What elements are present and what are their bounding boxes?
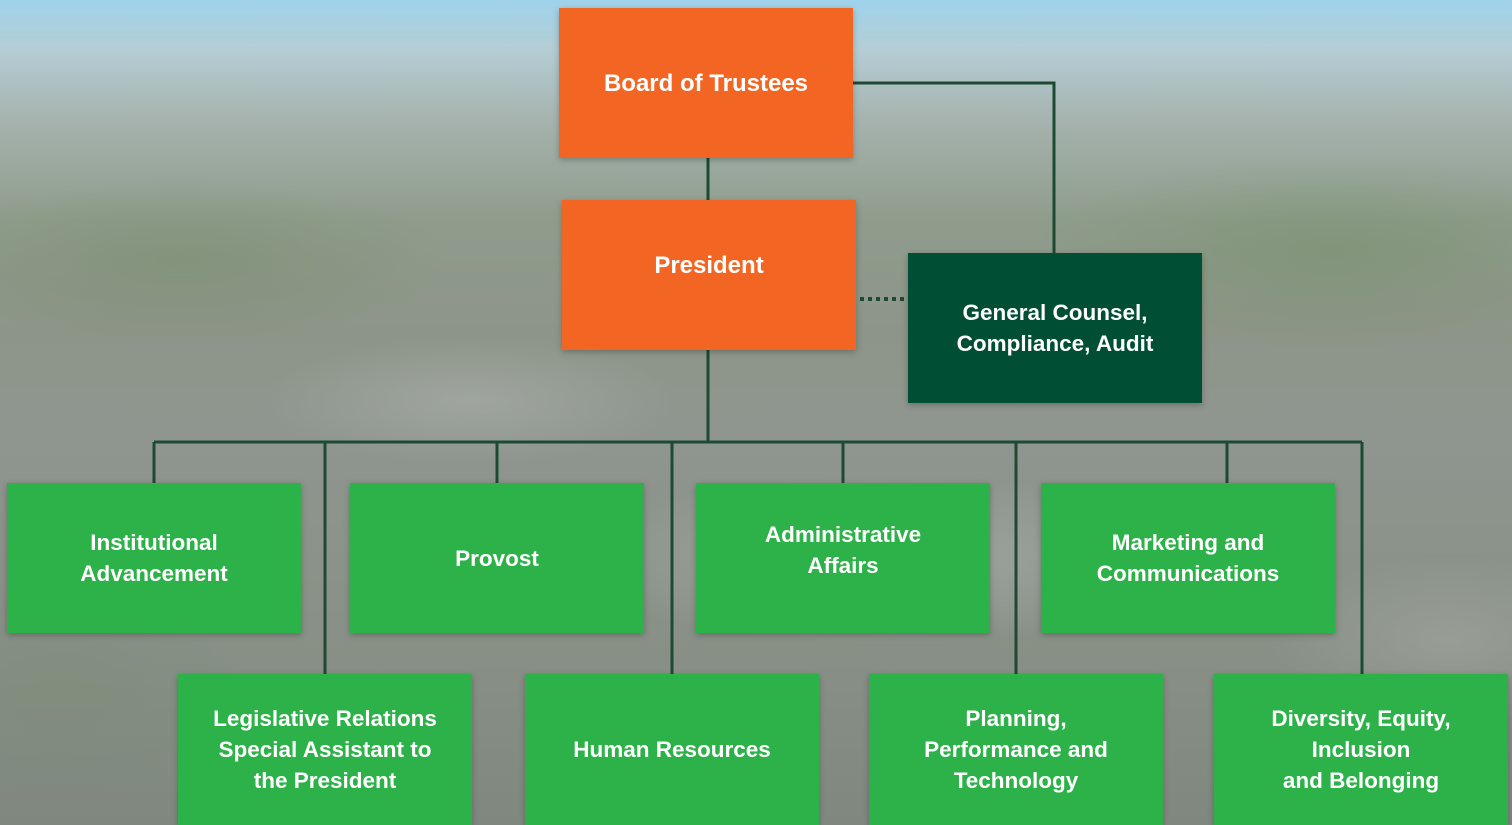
diversity-equity-inclusion-box: Diversity, Equity, Inclusion and Belongi…	[1214, 674, 1508, 825]
administrative-affairs-box: Administrative Affairs	[696, 483, 990, 633]
marketing-communications-box: Marketing and Communications	[1041, 483, 1335, 633]
legislative-relations-box: Legislative Relations Special Assistant …	[178, 674, 472, 825]
connector-board-counsel	[853, 81, 1056, 253]
planning-performance-technology-box: Planning, Performance and Technology	[869, 674, 1163, 825]
institutional-advancement-box: Institutional Advancement	[7, 483, 301, 633]
provost-box: Provost	[350, 483, 644, 633]
president-box: President	[562, 200, 856, 350]
board-of-trustees-box: Board of Trustees	[559, 8, 853, 158]
general-counsel-box: General Counsel, Compliance, Audit	[908, 253, 1202, 403]
human-resources-box: Human Resources	[525, 674, 819, 825]
